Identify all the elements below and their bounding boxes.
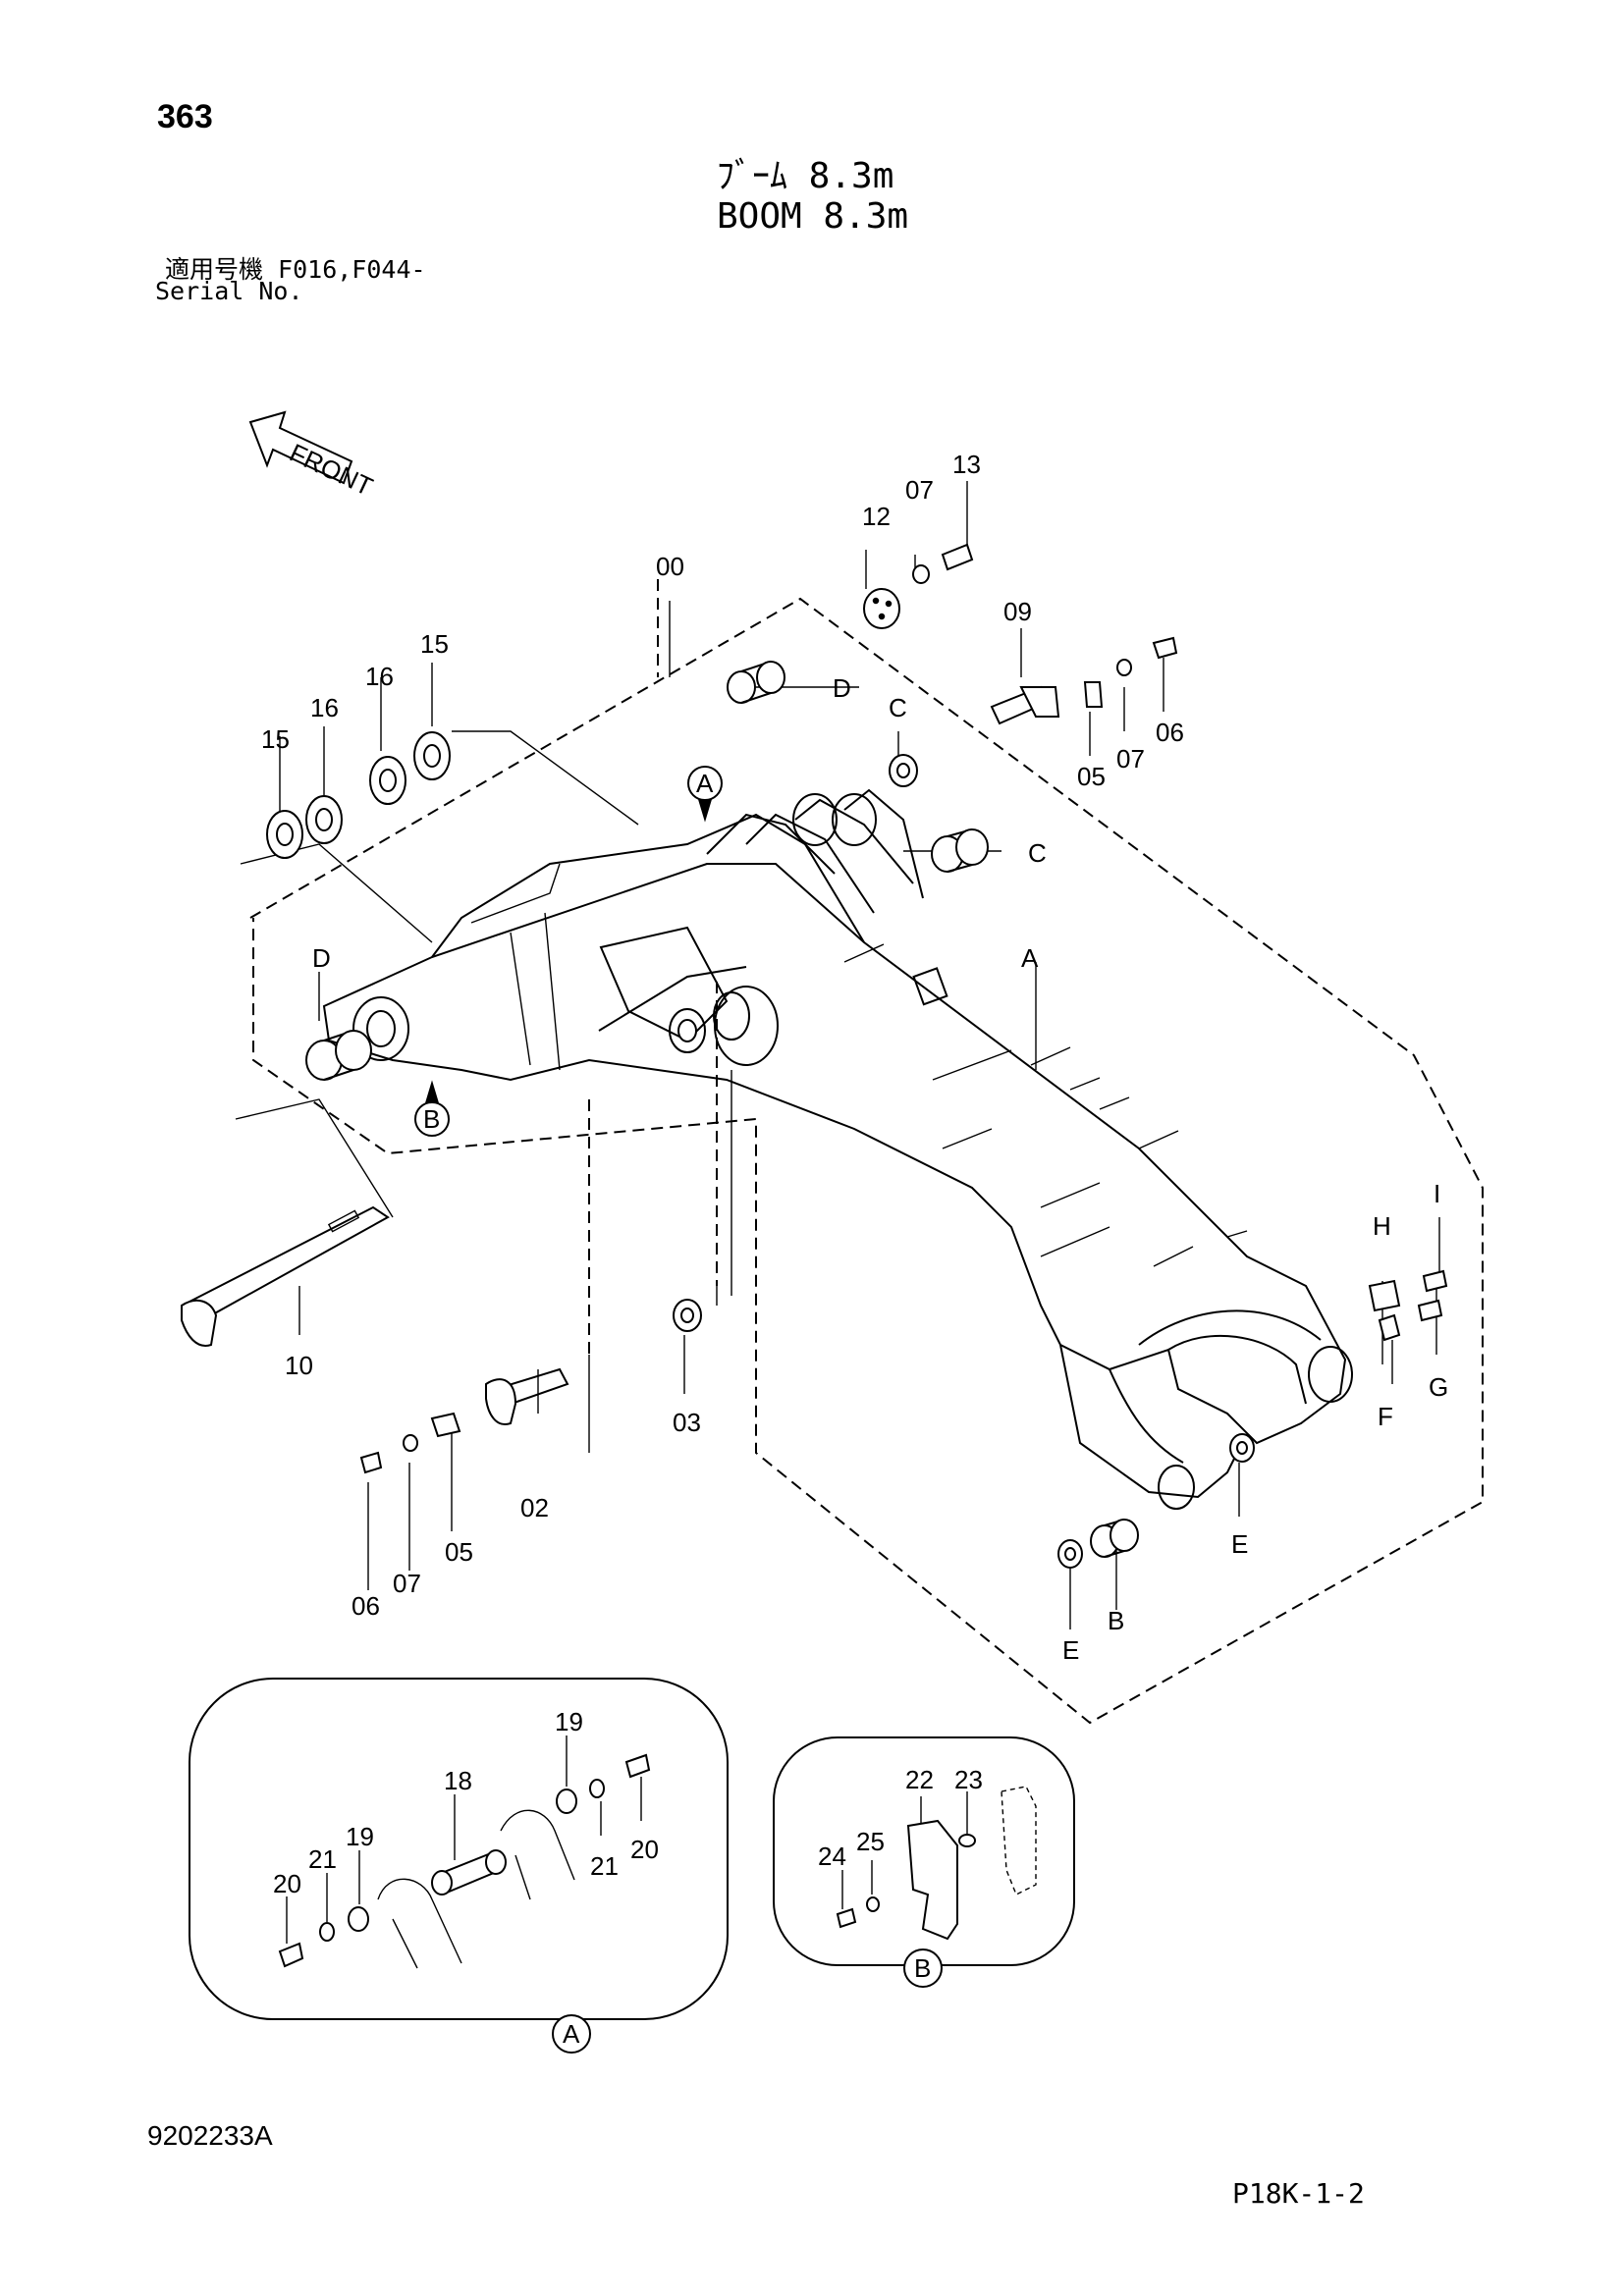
svg-text:23: 23 xyxy=(954,1765,983,1794)
svg-text:16: 16 xyxy=(310,693,339,722)
svg-text:E: E xyxy=(1062,1635,1079,1665)
bushing-03 xyxy=(673,1299,702,1332)
svg-text:C: C xyxy=(889,693,907,722)
svg-text:05: 05 xyxy=(1077,762,1106,791)
title-english: BOOM 8.3m xyxy=(717,196,909,237)
pin-09 xyxy=(990,685,1060,725)
svg-text:H: H xyxy=(1373,1211,1391,1241)
svg-text:19: 19 xyxy=(555,1707,583,1736)
svg-text:C: C xyxy=(1028,838,1047,868)
plate-h xyxy=(1368,1279,1401,1312)
svg-text:D: D xyxy=(312,943,331,973)
pin-02 xyxy=(485,1367,569,1425)
bushing-c-top xyxy=(889,754,918,787)
svg-text:D: D xyxy=(833,673,851,703)
washer-e-right xyxy=(1229,1433,1255,1463)
serial-label-english: Serial No. xyxy=(155,277,303,305)
plate-05-left xyxy=(430,1412,461,1438)
svg-text:20: 20 xyxy=(630,1835,659,1864)
shims-15-16 xyxy=(266,731,451,859)
bolt-13 xyxy=(941,543,974,571)
page-number: 363 xyxy=(157,98,213,135)
bolt-06-right xyxy=(1152,636,1178,660)
svg-text:03: 03 xyxy=(673,1408,701,1437)
callout-a-top: A xyxy=(687,766,723,823)
svg-text:21: 21 xyxy=(308,1844,337,1874)
svg-text:A: A xyxy=(1021,943,1039,973)
front-label: FRONT xyxy=(285,438,377,502)
washer-07-left xyxy=(403,1434,418,1452)
svg-text:18: 18 xyxy=(444,1766,472,1795)
figure-number: 9202233A xyxy=(147,2120,273,2151)
svg-text:19: 19 xyxy=(346,1822,374,1851)
svg-text:24: 24 xyxy=(818,1842,846,1871)
svg-text:12: 12 xyxy=(862,502,891,531)
serial-label-japanese: 適用号機 F016,F044- xyxy=(165,255,426,284)
detail-b: 22 23 24 25 B xyxy=(773,1736,1075,1988)
svg-text:06: 06 xyxy=(1156,718,1184,747)
svg-text:05: 05 xyxy=(445,1537,473,1567)
svg-text:15: 15 xyxy=(261,724,290,754)
bushing-b xyxy=(1090,1519,1139,1558)
bolt-i xyxy=(1422,1269,1448,1293)
washer-e-left xyxy=(1057,1539,1083,1569)
svg-text:25: 25 xyxy=(856,1827,885,1856)
bolt-06-left xyxy=(359,1451,383,1474)
svg-text:07: 07 xyxy=(393,1569,421,1598)
svg-text:F: F xyxy=(1378,1402,1393,1431)
svg-text:07: 07 xyxy=(905,475,934,505)
bushing-c-right xyxy=(931,828,989,873)
svg-text:A: A xyxy=(563,2019,580,2049)
plate-05-right xyxy=(1083,681,1104,708)
svg-text:06: 06 xyxy=(352,1591,380,1621)
svg-text:B: B xyxy=(1108,1606,1124,1635)
svg-text:22: 22 xyxy=(905,1765,934,1794)
callout-b-left: B xyxy=(414,1080,450,1137)
bushing-d-left xyxy=(305,1030,372,1081)
svg-text:E: E xyxy=(1231,1529,1248,1559)
svg-text:20: 20 xyxy=(273,1869,301,1898)
bushings xyxy=(266,543,1448,1569)
svg-text:B: B xyxy=(914,1953,931,1983)
boom-body xyxy=(322,788,1353,1510)
part-f xyxy=(1378,1313,1401,1342)
svg-text:10: 10 xyxy=(285,1351,313,1380)
washer-07-top xyxy=(912,564,930,584)
bolt-g xyxy=(1417,1299,1443,1322)
svg-text:21: 21 xyxy=(590,1851,619,1881)
part-labels: 00 02 03 05 05 06 06 07 07 07 09 10 12 1… xyxy=(261,450,1184,1621)
svg-text:16: 16 xyxy=(365,662,394,691)
leader-lines xyxy=(235,481,1440,1629)
svg-text:07: 07 xyxy=(1116,744,1145,774)
bushing-d-top xyxy=(727,661,785,704)
svg-text:09: 09 xyxy=(1003,597,1032,626)
detail-a: 18 19 19 20 20 21 21 A xyxy=(189,1678,729,2054)
svg-text:15: 15 xyxy=(420,629,449,659)
svg-text:02: 02 xyxy=(520,1493,549,1522)
ref-labels: A B C C D D E E F G H I xyxy=(312,673,1448,1665)
svg-text:G: G xyxy=(1429,1372,1448,1402)
svg-text:I: I xyxy=(1434,1179,1440,1208)
front-arrow-icon: FRONT xyxy=(248,410,377,502)
svg-text:A: A xyxy=(696,769,714,798)
title-japanese: ﾌﾞｰﾑ 8.3m xyxy=(717,156,894,196)
washer-07-right xyxy=(1116,659,1132,676)
page-code: P18K-1-2 xyxy=(1232,2177,1365,2210)
svg-text:13: 13 xyxy=(952,450,981,479)
pin-10 xyxy=(181,1205,390,1347)
svg-text:B: B xyxy=(423,1104,440,1134)
assembly-outline xyxy=(249,597,1484,1725)
svg-text:00: 00 xyxy=(656,552,684,581)
plate-12 xyxy=(863,588,900,629)
